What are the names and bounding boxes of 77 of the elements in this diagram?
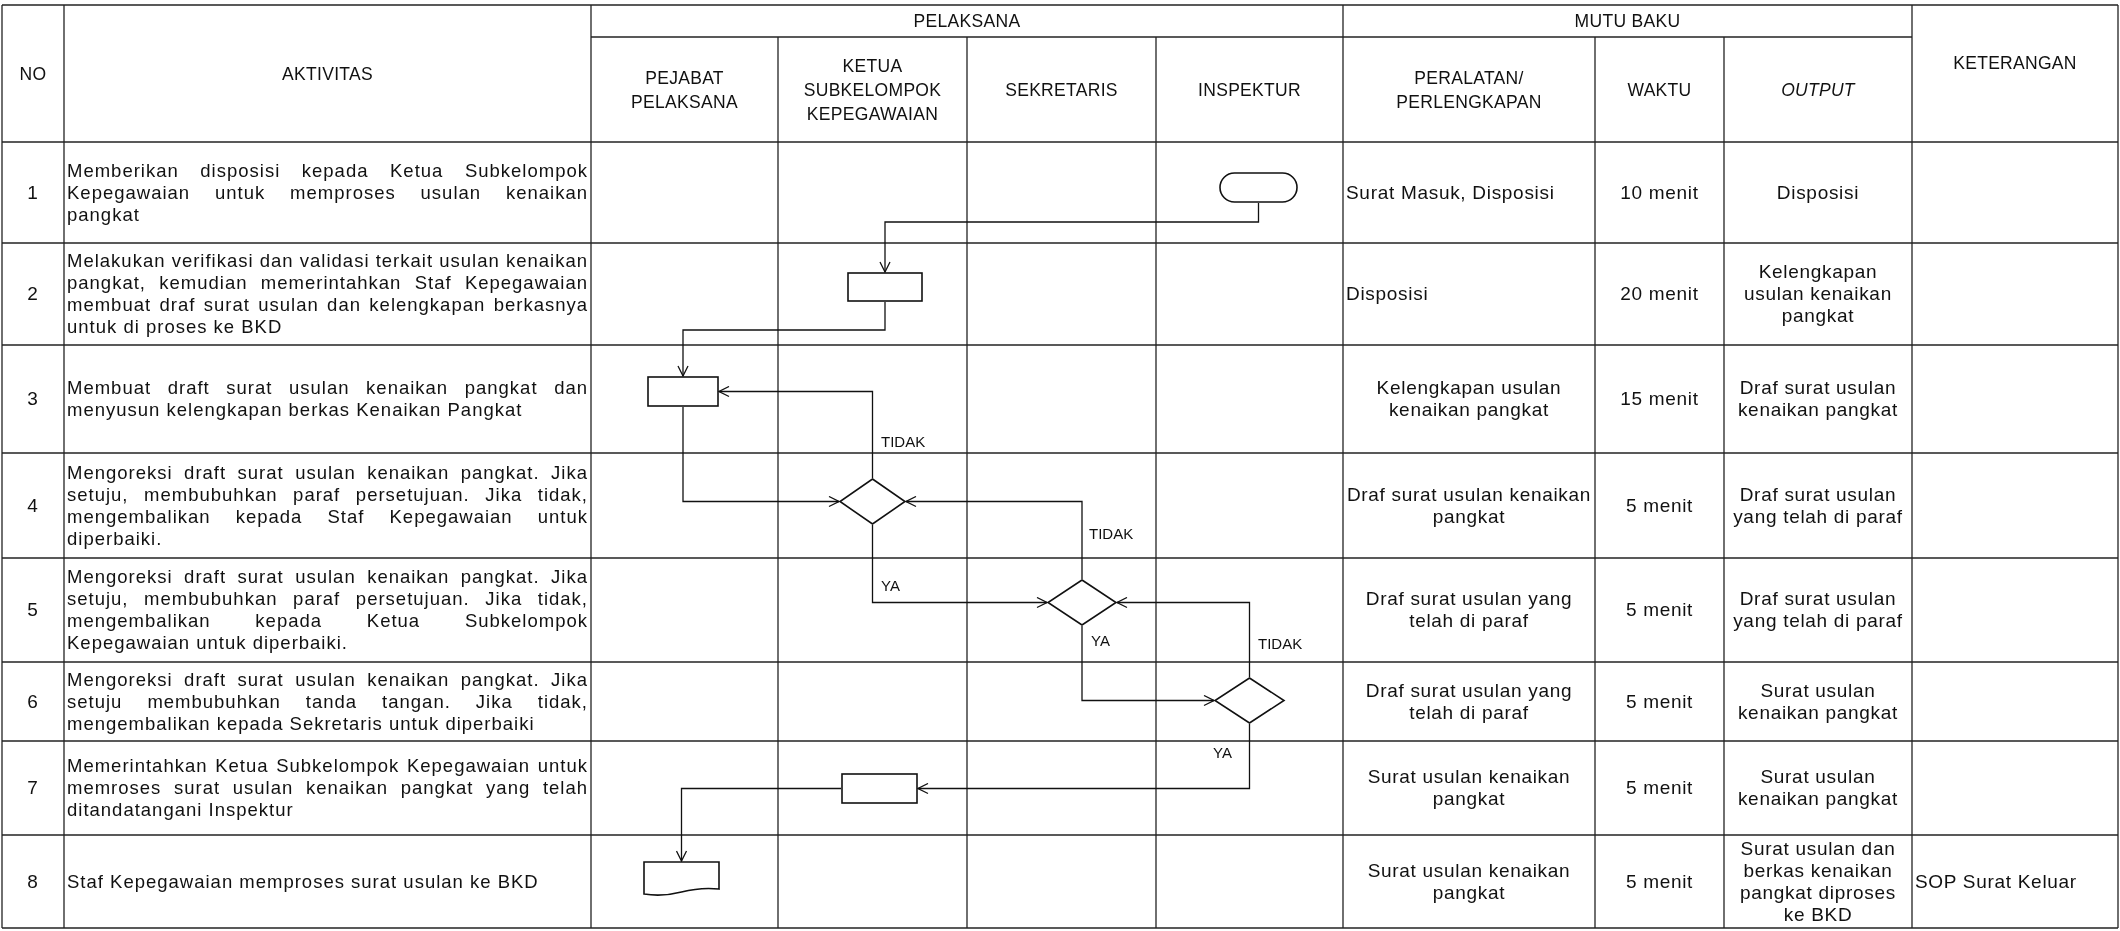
output-text: Draf surat usulan yang telah di paraf — [1732, 483, 1904, 528]
duration-text: 20 menit — [1620, 283, 1699, 305]
duration-text: 5 menit — [1625, 777, 1694, 799]
step-number: 7 — [27, 777, 39, 799]
remark-text: SOP Surat Keluar — [1915, 870, 2077, 893]
duration-text: 5 menit — [1625, 494, 1694, 517]
step-number: 1 — [27, 181, 39, 204]
process-box — [647, 376, 719, 407]
arrow — [905, 495, 1083, 580]
decision-diamond — [1047, 579, 1117, 626]
edge-label: YA — [1212, 745, 1233, 761]
activity-description: Melakukan verifikasi dan validasi terkait usulan kenaikan pangkat, kemudian memerintahkan Staf Kepegawaian membuat draf surat usulan dan kelengkapan berkasnya untuk di proses ke BKD — [67, 250, 588, 338]
duration-text: 15 menit — [1620, 388, 1699, 410]
column-group-header: PELAKSANA — [913, 10, 1021, 33]
activity-description: Memerintahkan Ketua Subkelompok Kepegawaian untuk memroses surat usulan kenaikan pangkat yang telah ditandatangani Inspektur — [67, 755, 588, 821]
activity-description: Mengoreksi draft surat usulan kenaikan pangkat. Jika setuju, membubuhkan paraf persetujuan. Jika tidak, mengembalikan kepada Staf Kepegawaian untuk diperbaiki. — [67, 461, 588, 550]
duration-text: 5 menit — [1625, 690, 1694, 713]
process-box — [841, 773, 918, 804]
arrow — [879, 202, 1260, 273]
equipment-text: Kelengkapan usulan kenaikan pangkat — [1375, 377, 1563, 421]
arrow — [917, 723, 1251, 795]
arrow — [1081, 625, 1215, 707]
equipment-text: Draf surat usulan kenaikan pangkat — [1346, 483, 1592, 528]
output-text: Surat usulan dan berkas kenaikan pangkat diproses ke BKD — [1739, 837, 1897, 926]
duration-text: 5 menit — [1625, 870, 1694, 893]
arrow — [871, 524, 1048, 609]
decision-diamond — [839, 478, 906, 525]
output-text: Disposisi — [1776, 181, 1860, 204]
column-header: NO — [19, 62, 47, 86]
column-header: OUTPUT — [1781, 78, 1855, 102]
arrow — [682, 406, 840, 508]
terminator-shape — [1219, 172, 1298, 203]
column-header: WAKTU — [1627, 78, 1692, 102]
edge-label: TIDAK — [1088, 526, 1135, 542]
column-header: KETUA SUBKELOMPOK KEPEGAWAIAN — [802, 54, 943, 126]
document-shape — [643, 861, 720, 897]
output-text: Kelengkapan usulan kenaikan pangkat — [1743, 261, 1893, 327]
activity-description: Memberikan disposisi kepada Ketua Subkelompok Kepegawaian untuk memproses usulan kenaikan pangkat — [67, 159, 588, 226]
activity-description: Mengoreksi draft surat usulan kenaikan pangkat. Jika setuju, membubuhkan paraf persetujuan. Jika tidak, mengembalikan kepada Ketua Subkelompok Kepegawaian untuk diperbaiki. — [67, 566, 588, 654]
equipment-text: Surat usulan kenaikan pangkat — [1366, 766, 1572, 810]
equipment-text: Draf surat usulan yang telah di paraf — [1364, 588, 1574, 632]
edge-label: YA — [880, 578, 901, 594]
decision-diamond — [1214, 677, 1285, 724]
edge-label: TIDAK — [1257, 636, 1304, 652]
arrow — [718, 385, 874, 479]
equipment-text: Surat Masuk, Disposisi — [1346, 181, 1555, 204]
output-text: Draf surat usulan kenaikan pangkat — [1736, 377, 1900, 421]
column-header: PERALATAN/ PERLENGKAPAN — [1395, 66, 1543, 114]
column-header: SEKRETARIS — [1005, 78, 1118, 102]
output-text: Draf surat usulan yang telah di paraf — [1732, 588, 1904, 632]
arrow — [1116, 596, 1251, 678]
output-text: Surat usulan kenaikan pangkat — [1736, 766, 1900, 810]
step-number: 5 — [27, 599, 39, 621]
column-header: AKTIVITAS — [282, 62, 373, 86]
arrow — [675, 787, 842, 862]
activity-description: Membuat draft surat usulan kenaikan pangkat dan menyusun kelengkapan berkas Kenaikan Pangkat — [67, 377, 588, 421]
step-number: 2 — [27, 283, 39, 305]
duration-text: 10 menit — [1620, 181, 1699, 204]
process-box — [847, 272, 923, 302]
arrow — [677, 301, 886, 377]
equipment-text: Surat usulan kenaikan pangkat — [1366, 859, 1572, 904]
step-number: 8 — [27, 870, 39, 893]
edge-label: YA — [1090, 633, 1111, 649]
equipment-text: Disposisi — [1346, 283, 1429, 305]
duration-text: 5 menit — [1625, 599, 1694, 621]
activity-description: Staf Kepegawaian memproses surat usulan ke BKD — [67, 870, 540, 893]
equipment-text: Draf surat usulan yang telah di paraf — [1364, 679, 1574, 724]
activity-description: Mengoreksi draft surat usulan kenaikan pangkat. Jika setuju membubuhkan tanda tangan. Jika tidak, mengembalikan kepada Sekretaris untuk diperbaiki — [67, 668, 588, 735]
column-header: PEJABAT PELAKSANA — [630, 66, 739, 114]
column-header: KETERANGAN — [1953, 51, 2077, 75]
column-group-header: MUTU BAKU — [1574, 10, 1681, 33]
step-number: 6 — [27, 690, 39, 713]
step-number: 3 — [27, 388, 39, 410]
output-text: Surat usulan kenaikan pangkat — [1736, 679, 1900, 724]
step-number: 4 — [27, 494, 39, 517]
edge-label: TIDAK — [880, 434, 927, 450]
column-header: INSPEKTUR — [1198, 78, 1301, 102]
